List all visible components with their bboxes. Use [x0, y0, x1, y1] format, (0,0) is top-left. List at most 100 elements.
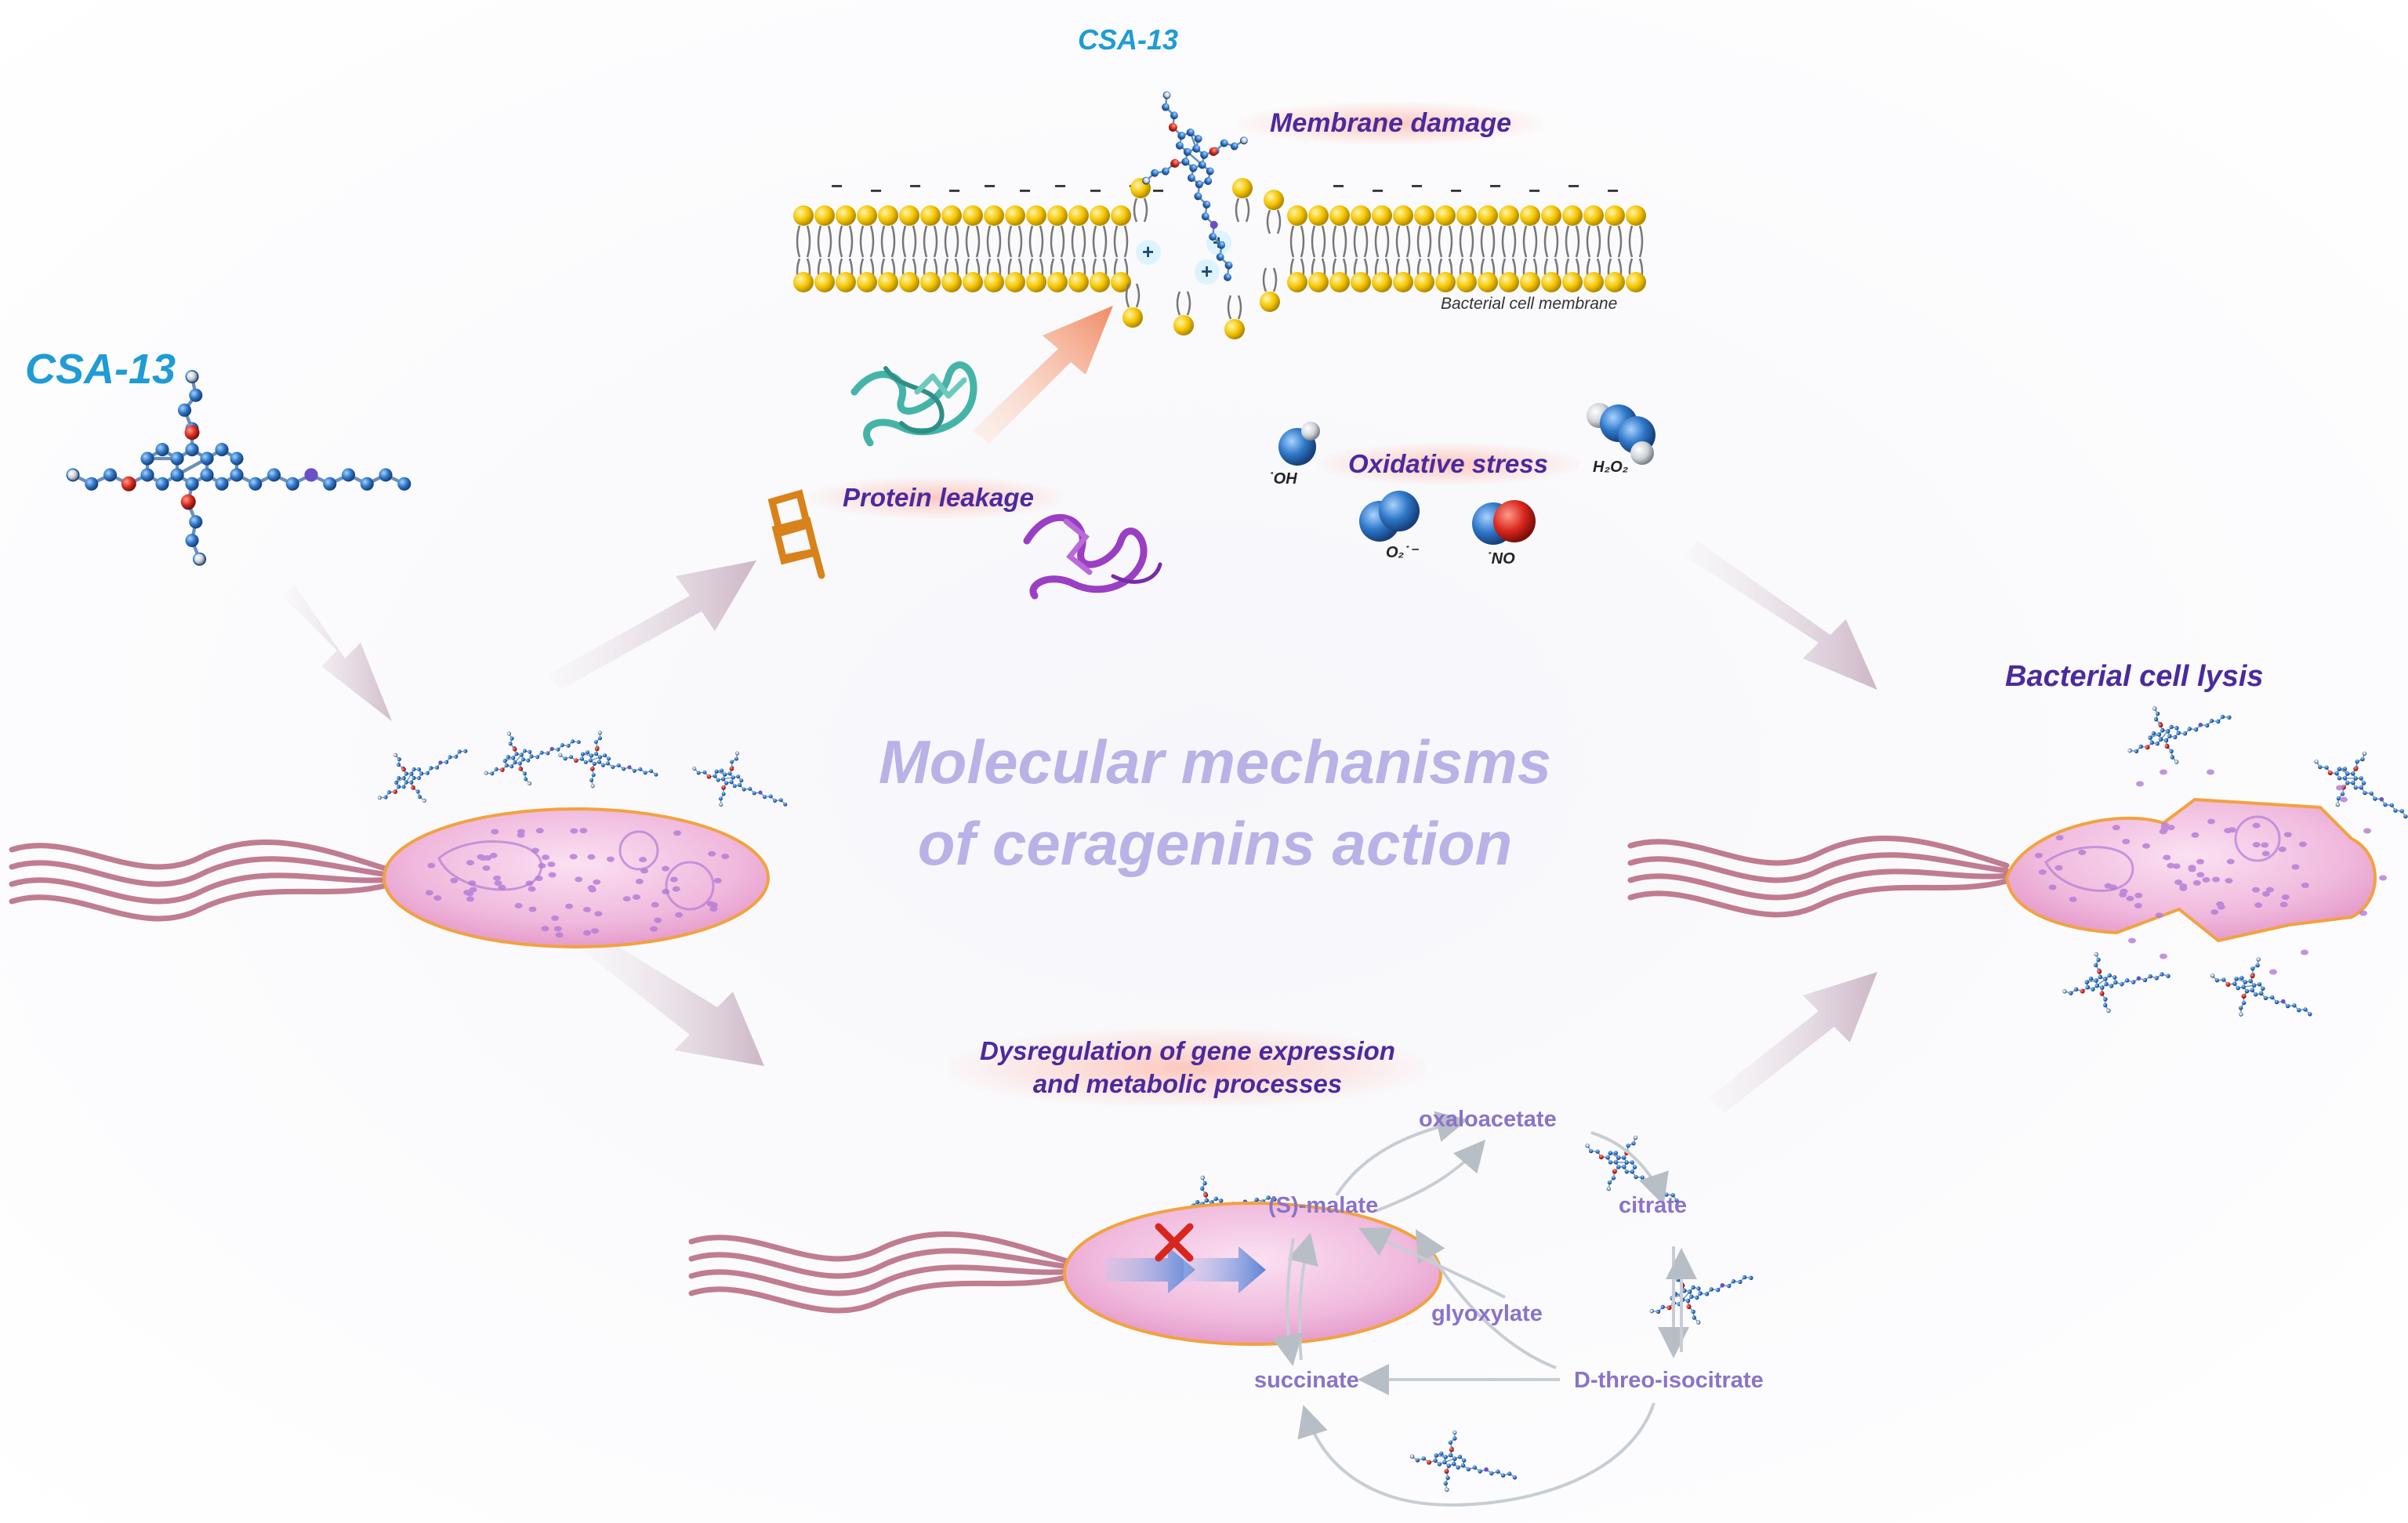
- cytoplasm-particle: [2054, 865, 2063, 871]
- csa13-molecule-small: [2062, 952, 2170, 1014]
- chem-o2-label: O₂˙⁻: [1386, 544, 1418, 561]
- cytoplasm-particle: [582, 906, 591, 912]
- leaked-particle: [2301, 949, 2308, 956]
- cytoplasm-particle: [2174, 879, 2183, 885]
- cytoplasm-particle: [425, 890, 433, 896]
- lipid-pair: [1393, 205, 1413, 292]
- cytoplasm-particle: [672, 886, 680, 892]
- metabolite-isocitrate: D-threo-isocitrate: [1574, 1368, 1764, 1393]
- charge-negative: −: [1152, 179, 1164, 202]
- cytoplasm-particle: [2038, 869, 2047, 876]
- lipid-pair: [920, 205, 941, 292]
- charge-negative: −: [1529, 179, 1540, 202]
- lipid-pair: [1562, 205, 1583, 292]
- lipid-pair: [941, 205, 962, 292]
- transcription-arrow: [1184, 1246, 1266, 1293]
- cytoplasm-particle: [575, 876, 583, 883]
- cytoplasm-particle: [673, 830, 682, 836]
- cytoplasm-particle: [433, 895, 442, 901]
- lipid-pair: [793, 205, 814, 292]
- lipid-pair: [1605, 205, 1625, 292]
- cytoplasm-particle: [606, 856, 615, 862]
- chem-oh-label: ˙OH: [1268, 470, 1297, 488]
- inhibition-cross-icon: [1155, 1223, 1194, 1262]
- cytoplasm-particle: [651, 901, 659, 908]
- dysregulation-line-2: and metabolic processes: [1032, 1069, 1343, 1098]
- cytoplasm-particle: [2134, 892, 2143, 898]
- flagellum: [688, 1274, 1071, 1314]
- lipid-free: [1130, 178, 1151, 223]
- protein-ribbon-icon: [767, 489, 825, 579]
- cytoplasm-particle: [2217, 904, 2225, 910]
- csa13-molecule-small: [1649, 1267, 1753, 1325]
- cytoplasm-particle: [2251, 887, 2260, 893]
- cytoplasm-particle: [491, 829, 499, 835]
- bacterium-bottom: [688, 1202, 1442, 1346]
- flagellum: [1627, 868, 2010, 901]
- cytoplasm-particle: [2279, 901, 2288, 908]
- bacterial-membrane-label: Bacterial cell membrane: [1441, 295, 1618, 313]
- leaked-particle: [2359, 910, 2367, 916]
- cytoplasm-particle: [594, 911, 603, 917]
- lipid-pair: [1499, 205, 1519, 292]
- leaked-particle: [2128, 937, 2136, 944]
- cytoplasm-particle: [477, 854, 485, 860]
- title-line-1: Molecular mechanisms: [878, 727, 1552, 796]
- lipid-pair: [1626, 205, 1646, 292]
- ros-nitric-oxide-icon: [1472, 500, 1536, 545]
- charge-negative: −: [1333, 174, 1344, 198]
- cytoplasm-particle: [2134, 903, 2142, 909]
- cytoplasm-particle: [466, 860, 474, 866]
- cytoplasm-particle: [2291, 864, 2300, 870]
- diagram-title: Molecular mechanisms of ceragenins actio…: [823, 721, 1607, 884]
- csa13-molecule-small: [2210, 957, 2312, 1017]
- lipid-pair: [857, 205, 877, 292]
- cytoplasm-particle: [2188, 865, 2196, 871]
- cytoplasm-particle: [2212, 876, 2221, 883]
- cytoplasm-particle: [2261, 850, 2270, 857]
- lipid-pair: [1047, 205, 1068, 292]
- arrow-to-protein-leakage: [549, 560, 756, 690]
- cytoplasm-particle: [2278, 847, 2287, 853]
- cytoplasm-particle: [2225, 878, 2233, 884]
- flagellum: [9, 839, 391, 872]
- lipid-pair: [1026, 205, 1046, 292]
- lipid-pair: [899, 205, 919, 292]
- lipid-free: [1173, 291, 1194, 335]
- cytoplasm-particle: [2283, 832, 2292, 838]
- cytoplasm-particle: [708, 850, 716, 857]
- lipid-pair: [1287, 205, 1307, 292]
- cytoplasm-particle: [569, 854, 578, 860]
- cytoplasm-particle: [654, 917, 662, 923]
- cytoplasm-particle: [517, 829, 525, 835]
- csa13-molecule-small: [484, 731, 581, 786]
- protein-ribbon-icon: [1023, 514, 1162, 600]
- cytoplasm-particle: [632, 894, 640, 901]
- charge-negative: −: [1568, 174, 1579, 198]
- flagellum: [1627, 836, 2010, 868]
- cytoplasm-particle: [427, 862, 436, 868]
- cytoplasm-particle: [2196, 858, 2205, 865]
- cytoplasm-particle: [2172, 863, 2181, 869]
- arrow-csa-to-bacterium: [282, 584, 392, 721]
- charge-negative: −: [1054, 174, 1066, 198]
- chem-no-label: ˙NO: [1486, 550, 1515, 567]
- cytoplasm-particle: [2191, 832, 2199, 838]
- cytoplasm-particle: [669, 876, 678, 883]
- lipid-pair: [1068, 205, 1089, 292]
- cytoplasm-particle: [2112, 825, 2120, 831]
- cytoplasm-particle: [469, 887, 477, 893]
- oxidative-stress-label: Oxidative stress: [1317, 443, 1579, 485]
- cytoplasm-particle: [2210, 909, 2219, 916]
- cytoplasm-particle: [528, 886, 536, 892]
- cytoplasm-particle: [593, 879, 601, 885]
- cytoplasm-particle: [541, 926, 549, 932]
- lipid-pair: [878, 205, 898, 292]
- leaked-particle: [2136, 781, 2144, 787]
- leaked-particle: [2160, 953, 2167, 959]
- metabolite-oxaloacetate: oxaloacetate: [1419, 1107, 1557, 1132]
- leaked-particle: [2363, 828, 2371, 834]
- charge-negative: −: [831, 174, 843, 198]
- cytoplasm-particle: [2265, 887, 2274, 893]
- ros-superoxide-icon: [1359, 491, 1420, 542]
